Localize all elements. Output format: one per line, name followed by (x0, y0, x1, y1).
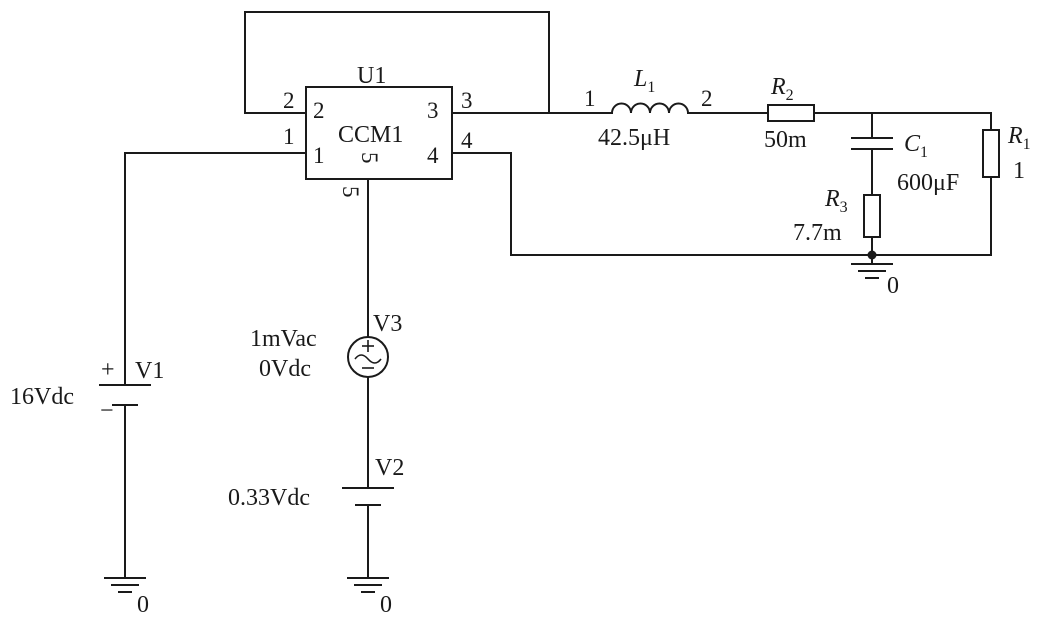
u1-pin3-inside: 3 (427, 98, 439, 123)
u1-body (305, 86, 453, 180)
u1-pin1-inside: 1 (313, 143, 325, 168)
v3-value-dc: 0Vdc (259, 356, 311, 382)
l1-pin1-label: 1 (584, 86, 596, 111)
r3-value: 7.7m (793, 220, 842, 246)
r1-value: 1 (1013, 158, 1025, 184)
v3-circle (347, 336, 389, 378)
v1-minus-sign: − (100, 398, 114, 424)
u1-pin2-outside: 2 (283, 88, 295, 113)
r1-refdes: R1 (1007, 123, 1031, 153)
l1-refdes: L1 (633, 66, 655, 96)
r3-refdes: R3 (824, 186, 848, 216)
ground-mid-label: 0 (887, 273, 899, 299)
ground-symbol-mid: 0 (851, 263, 899, 299)
ground-v1-label: 0 (137, 592, 149, 618)
u1-pin1-outside: 1 (283, 124, 295, 149)
v1-value: 16Vdc (10, 384, 74, 410)
voltage-source-v1: + − V1 16Vdc (10, 357, 164, 424)
capacitor-c1: C1 600μF (851, 131, 959, 196)
l1-pin2-label: 2 (701, 86, 713, 111)
resistor-r1: R1 1 (982, 123, 1031, 184)
ground-v2-label: 0 (380, 592, 392, 618)
inductor-l1: 1 2 L1 42.5μH (584, 66, 713, 151)
r2-refdes: R2 (770, 74, 794, 104)
l1-value: 42.5μH (598, 125, 670, 151)
v3-refdes: V3 (373, 311, 402, 337)
v3-sine-icon (354, 354, 382, 364)
u1-pin2-inside: 2 (313, 98, 325, 123)
r2-value: 50m (764, 127, 807, 153)
u1-pin5-outside: 5 (338, 186, 363, 198)
v2-value: 0.33Vdc (228, 485, 310, 511)
c1-value: 600μF (897, 170, 959, 196)
u1-ccm1-block: U1 CCM1 2 1 3 4 5 2 1 3 4 5 (283, 63, 473, 198)
resistor-r2: R2 50m (764, 74, 815, 153)
r3-body (863, 194, 881, 238)
v1-plus-sign: + (101, 357, 115, 383)
wire-feedback-loop (244, 11, 550, 114)
wire-pin4-return (451, 152, 992, 256)
resistor-r3: R3 7.7m (793, 186, 881, 246)
v1-refdes: V1 (135, 358, 164, 384)
v2-refdes: V2 (375, 455, 404, 481)
v3-value-ac: 1mVac (250, 326, 317, 352)
wire-pin1-to-v1 (124, 152, 307, 386)
u1-refdes: U1 (357, 63, 386, 89)
c1-refdes: C1 (904, 131, 928, 161)
u1-pin4-inside: 4 (427, 143, 439, 168)
ground-symbol-v1: 0 (104, 577, 149, 618)
u1-pin5-inside: 5 (357, 152, 382, 164)
u1-model: CCM1 (338, 122, 403, 148)
voltage-source-v2: V2 0.33Vdc (228, 455, 404, 511)
wires (124, 11, 992, 579)
u1-pin3-outside: 3 (461, 88, 473, 113)
inductor-coil (610, 102, 690, 115)
r2-body (767, 104, 815, 122)
junction-dot (867, 250, 877, 260)
u1-pin4-outside: 4 (461, 128, 473, 153)
ac-source-v3: V3 1mVac 0Vdc (250, 311, 402, 382)
ground-symbol-v2: 0 (347, 577, 392, 618)
r1-body (982, 129, 1000, 178)
